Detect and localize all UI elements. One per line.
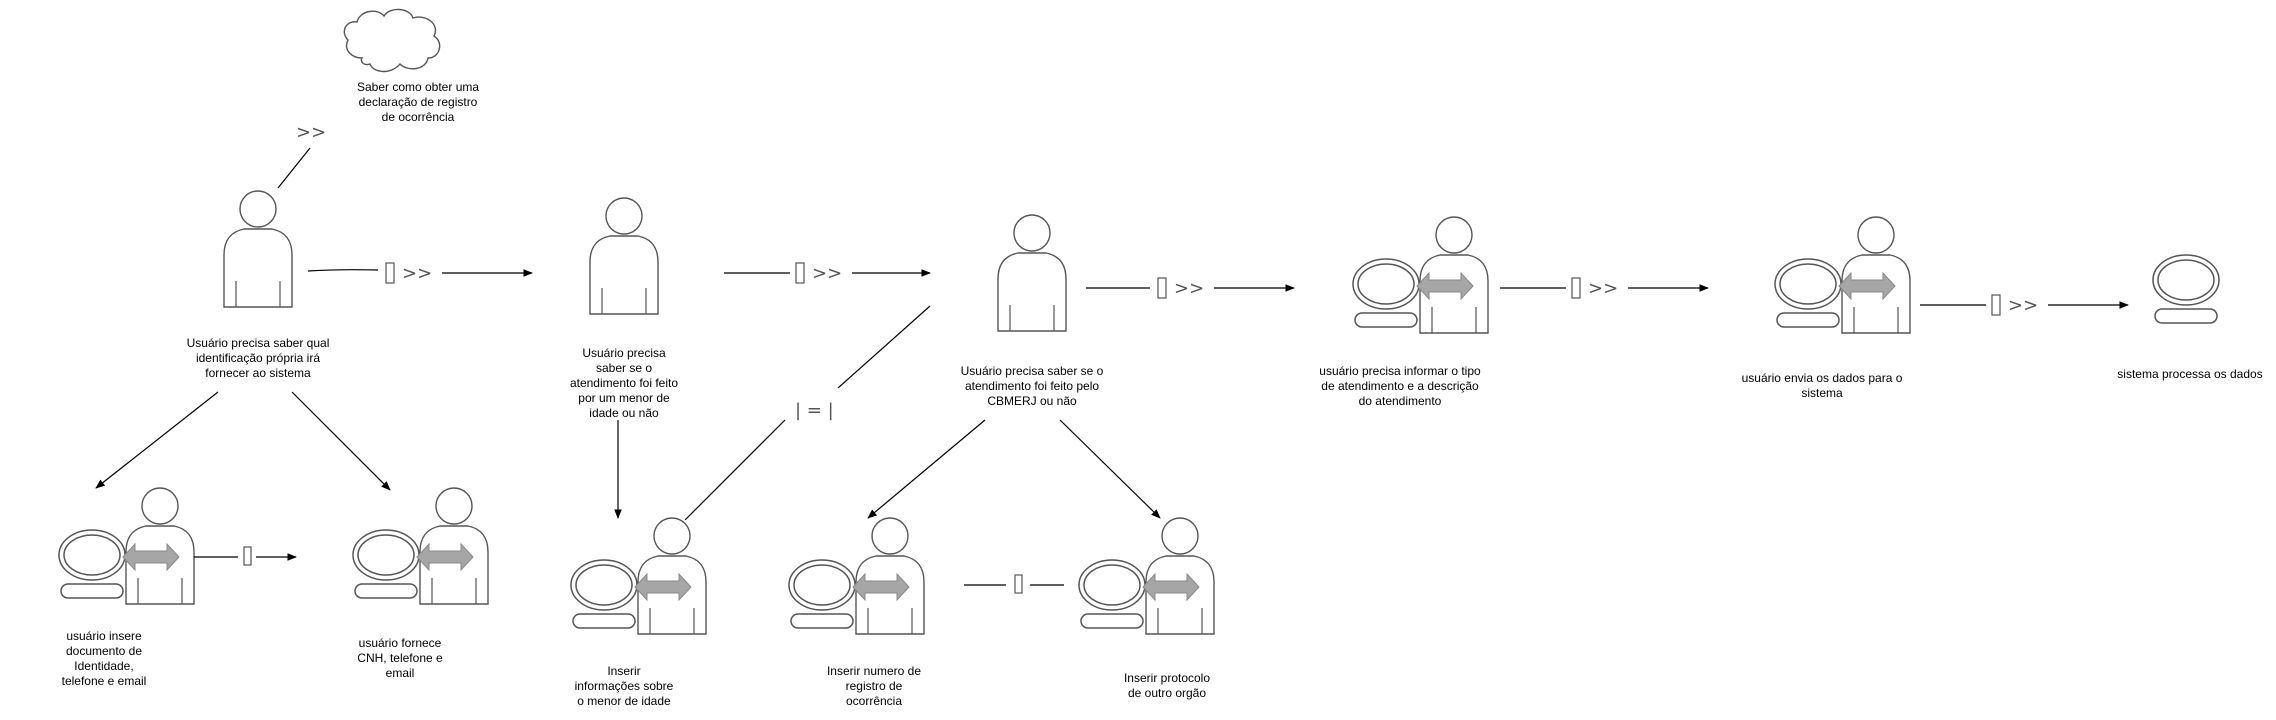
user3-label: Usuário precisa saber se o atendimento f… <box>960 364 1104 408</box>
system-label: sistema processa os dados <box>2117 367 2263 381</box>
cloud-goal-icon <box>343 8 441 73</box>
link-user1-user2-a <box>307 269 379 272</box>
sequence-symbol-2 <box>795 262 843 285</box>
sequence-symbol-3 <box>1157 277 1205 300</box>
station-tipo-label: usuário precisa informar o tipo de atend… <box>1319 364 1481 408</box>
station-envia-label: usuário envia os dados para o sistema <box>1741 371 1903 400</box>
station-menor-icon <box>571 518 706 634</box>
system-computer-icon <box>2152 254 2220 324</box>
sequence-symbol-5 <box>1991 294 2039 317</box>
sequence-symbol-4 <box>1571 277 1619 300</box>
station-documento-icon <box>59 488 194 604</box>
station-cnh-icon <box>353 488 488 604</box>
sequence-box-1 <box>243 546 252 566</box>
means-end-symbol: >> <box>296 122 326 143</box>
alternative-symbol: | = | <box>795 400 834 421</box>
link-menor-user3-a <box>684 419 786 521</box>
station-envia-icon <box>1775 217 1910 333</box>
link-user3-registro <box>867 419 986 519</box>
station-registro-icon <box>789 518 924 634</box>
link-user1-documento <box>95 391 219 489</box>
cloud-goal-label: Saber como obter uma declaração de regis… <box>356 80 480 124</box>
station-protocolo-icon <box>1079 518 1214 634</box>
user2-icon <box>589 197 659 315</box>
link-user1-cnh <box>291 391 391 491</box>
station-protocolo-label: Inserir protocolo de outro orgão <box>1123 671 1211 700</box>
station-documento-label: usuário insere documento de Identidade, … <box>61 629 147 688</box>
link-user3-protocolo <box>1059 419 1161 519</box>
user2-label: Usuário precisa saber se o atendimento f… <box>569 346 679 420</box>
station-menor-label: Inserir informações sobre o menor de ida… <box>574 664 674 708</box>
link-menor-user3-b <box>837 305 931 389</box>
station-cnh-label: usuário fornece CNH, telefone e email <box>357 636 443 680</box>
station-registro-label: Inserir numero de registro de ocorrência <box>826 664 922 708</box>
user1-icon <box>223 190 293 308</box>
sequence-symbol-1 <box>385 262 433 285</box>
user3-icon <box>997 214 1067 332</box>
user1-label: Usuário precisa saber qual identificação… <box>186 336 330 380</box>
sequence-box-2 <box>1014 574 1023 594</box>
station-tipo-icon <box>1353 217 1488 333</box>
link-user1-cloud <box>277 147 311 189</box>
